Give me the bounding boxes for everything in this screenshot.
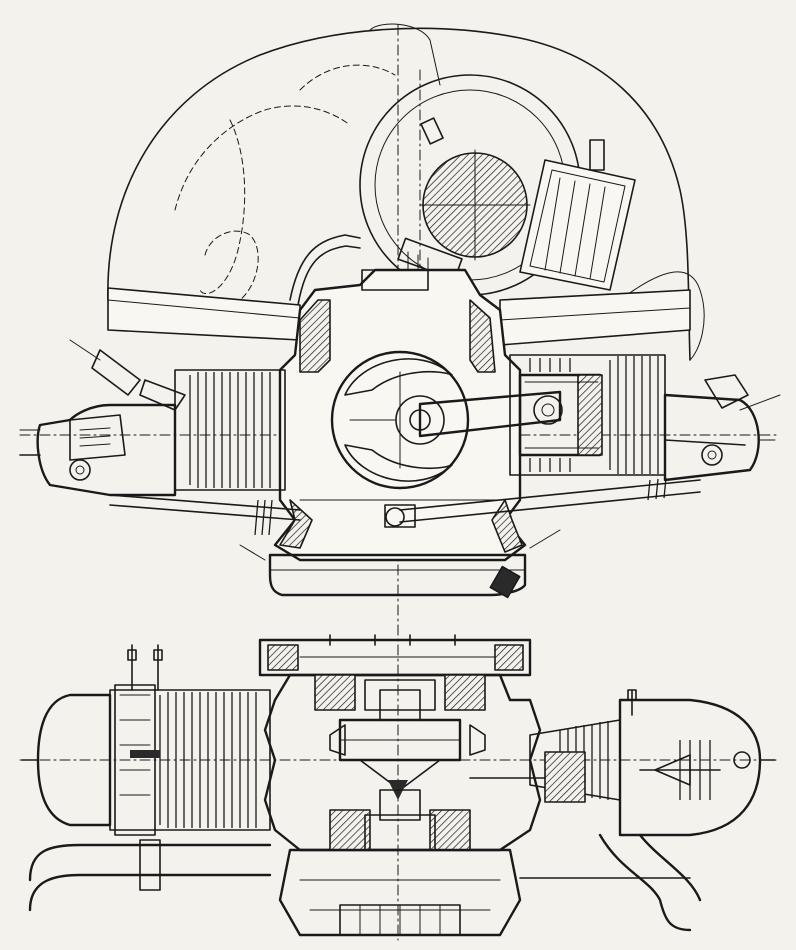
pushrod-tubes [109, 477, 701, 536]
right-baffle [499, 289, 691, 346]
shroud-inner-dashed [174, 105, 351, 211]
left-baffle [107, 287, 301, 341]
lower-housing-bottom [278, 848, 522, 937]
lower-right-cylinder [469, 719, 621, 803]
lower-right-exhaust [598, 833, 692, 932]
left-cylinder-fins [174, 369, 286, 491]
connecting-rod [418, 390, 563, 438]
right-piston [518, 373, 603, 457]
oil-cooler [519, 139, 636, 291]
lower-crankshaft [329, 689, 486, 821]
right-cylinder-fins [509, 354, 666, 476]
right-cylinder-head [663, 374, 776, 482]
lower-crankcase [263, 673, 542, 852]
left-cylinder-head [19, 349, 186, 497]
fan-shroud [107, 27, 691, 361]
lower-left-exhaust [28, 843, 272, 882]
oil-sump [239, 529, 561, 599]
lower-right-head [618, 689, 776, 837]
transverse-section-view [19, 23, 781, 626]
crankshaft-section [330, 350, 470, 490]
longitudinal-section-view [19, 624, 781, 941]
fan-flange [258, 634, 532, 677]
